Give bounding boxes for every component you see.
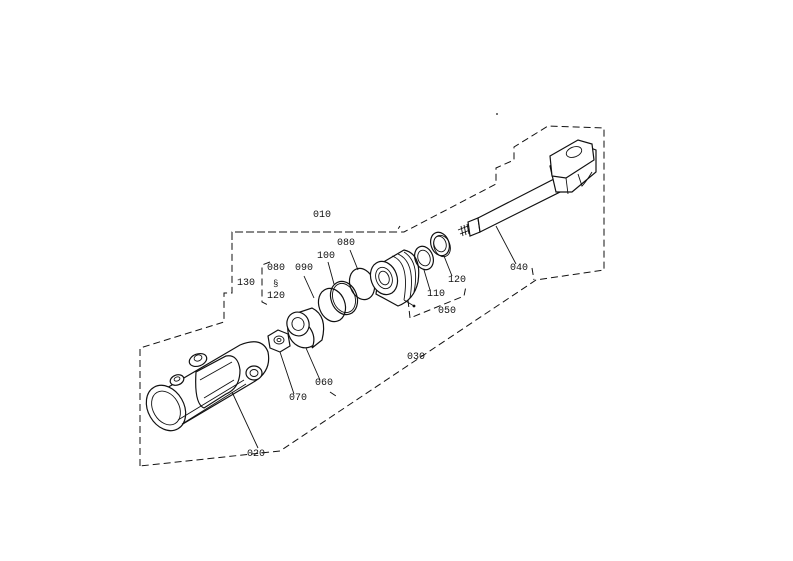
label-060: 060 <box>315 378 334 389</box>
leader-100 <box>327 261 335 285</box>
ring-100 <box>329 280 359 316</box>
group-010-outline <box>231 225 401 240</box>
label-110: 110 <box>427 289 446 300</box>
label-130: 130 <box>237 278 256 289</box>
label-020: 020 <box>247 449 266 460</box>
label-080: 080 <box>337 238 356 249</box>
wiper-120 <box>429 231 451 258</box>
label-120-group: 120 <box>267 291 286 302</box>
group-030-leader <box>329 391 337 397</box>
leader-050 <box>403 299 415 307</box>
piston-060 <box>286 307 325 349</box>
group-130-bracket <box>261 261 271 307</box>
stray-dot <box>496 113 498 115</box>
leader-090 <box>303 275 315 299</box>
leader-040 <box>495 225 517 265</box>
leader-070 <box>279 351 295 395</box>
label-030: 030 <box>407 352 426 363</box>
label-130-range-marker: § <box>273 279 279 289</box>
seal-110 <box>413 245 435 271</box>
rod-guide-050 <box>369 249 420 308</box>
nut-070 <box>267 329 291 353</box>
label-040: 040 <box>510 263 529 274</box>
label-050: 050 <box>438 306 457 317</box>
ring-090 <box>317 287 347 323</box>
piston-rod-040 <box>457 139 597 237</box>
leader-020 <box>231 391 259 449</box>
leader-110 <box>423 269 431 291</box>
leader-080 <box>349 249 359 271</box>
label-100: 100 <box>317 251 336 262</box>
group-050-bracket <box>407 285 467 319</box>
group-030-outline <box>139 125 605 467</box>
label-080-group: 080 <box>267 263 286 274</box>
cylinder-body-020 <box>145 341 270 432</box>
label-070: 070 <box>289 393 308 404</box>
leader-120 <box>443 255 453 277</box>
leader-060 <box>305 347 321 381</box>
group-040-bracket <box>531 267 535 281</box>
label-010: 010 <box>313 210 332 221</box>
label-120: 120 <box>448 275 467 286</box>
label-090: 090 <box>295 263 314 274</box>
